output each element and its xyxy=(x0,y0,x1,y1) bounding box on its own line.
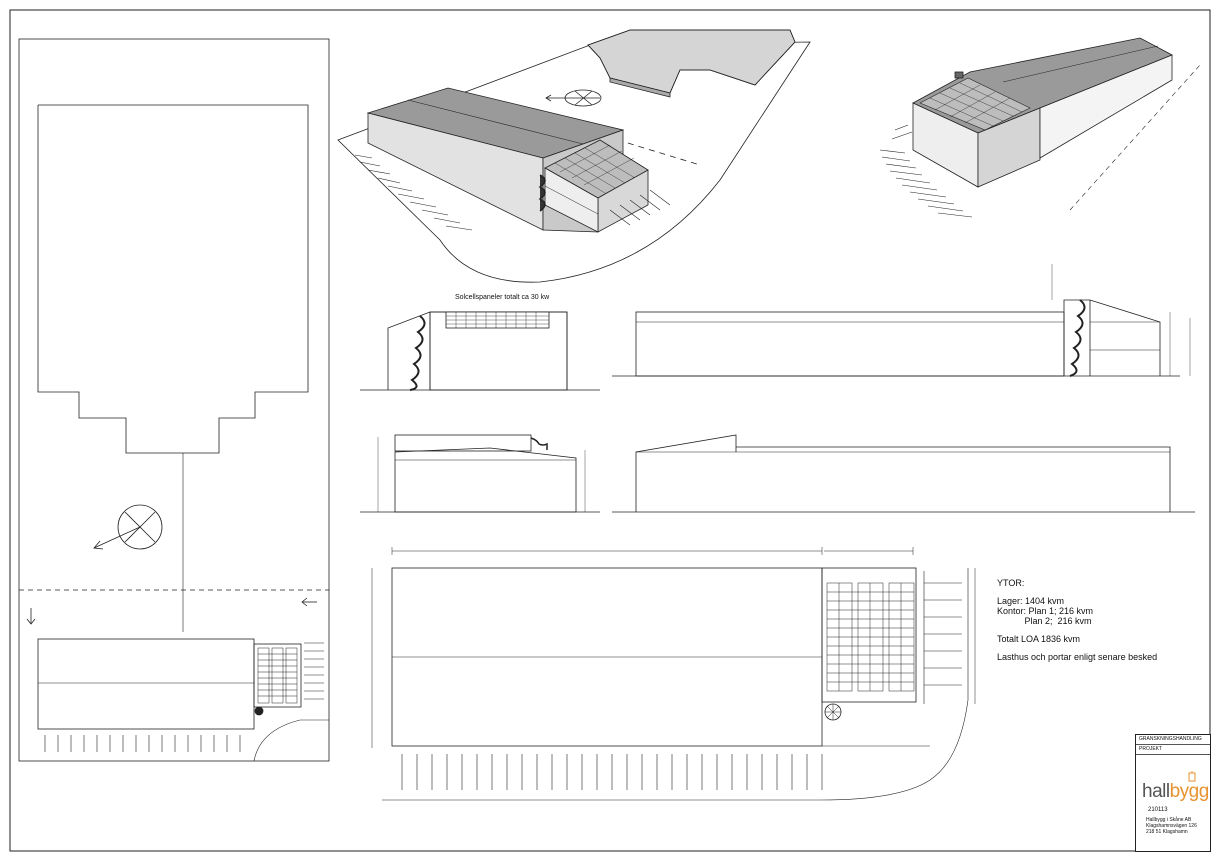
company-logo: hallbygg xyxy=(1142,781,1209,803)
logo-part-2: bygg xyxy=(1169,781,1210,802)
elevation-short-1 xyxy=(360,311,600,391)
company-city: 218 51 Klagshamn xyxy=(1146,829,1188,835)
areas-title: YTOR: xyxy=(997,578,1025,588)
company-address: Hallbygg i Skåne AB Klagshamnsvägen 126 … xyxy=(1146,817,1197,835)
project-number: 210113 xyxy=(1148,807,1168,813)
areas-summary: YTOR: Lager: 1404 kvm Kontor: Plan 1; 21… xyxy=(997,578,1157,662)
title-block: GRANSKNINGSHANDLING PROJEKT hallbygg 210… xyxy=(1135,734,1211,852)
elevation-short-2 xyxy=(360,434,600,513)
perspective-view-building xyxy=(879,37,1201,218)
logo-icon xyxy=(1188,771,1196,782)
company-street: Klagshamnsvägen 126 xyxy=(1146,823,1197,829)
sheet-border xyxy=(9,9,1211,852)
company-name: Hallbygg i Skåne AB xyxy=(1146,817,1192,823)
project-label: PROJEKT xyxy=(1136,745,1210,755)
area-kontor-plan2: Plan 2; 216 kvm xyxy=(997,616,1092,626)
elevation-long-1 xyxy=(612,264,1191,377)
area-note: Lasthus och portar enligt senare besked xyxy=(997,652,1158,662)
elevation-long-2 xyxy=(612,434,1195,513)
area-kontor-plan1: Kontor: Plan 1; 216 kvm xyxy=(997,606,1094,616)
perspective-view-site xyxy=(337,29,811,283)
status-label: GRANSKNINGSHANDLING xyxy=(1136,735,1210,745)
floor-plan xyxy=(371,547,976,801)
area-lager: Lager: 1404 kvm xyxy=(997,596,1065,606)
logo-part-1: hall xyxy=(1142,781,1170,802)
site-plan xyxy=(18,38,330,762)
area-total: Totalt LOA 1836 kvm xyxy=(997,634,1081,644)
solar-panels-note: Solcellspaneler totalt ca 30 kw xyxy=(455,294,550,301)
